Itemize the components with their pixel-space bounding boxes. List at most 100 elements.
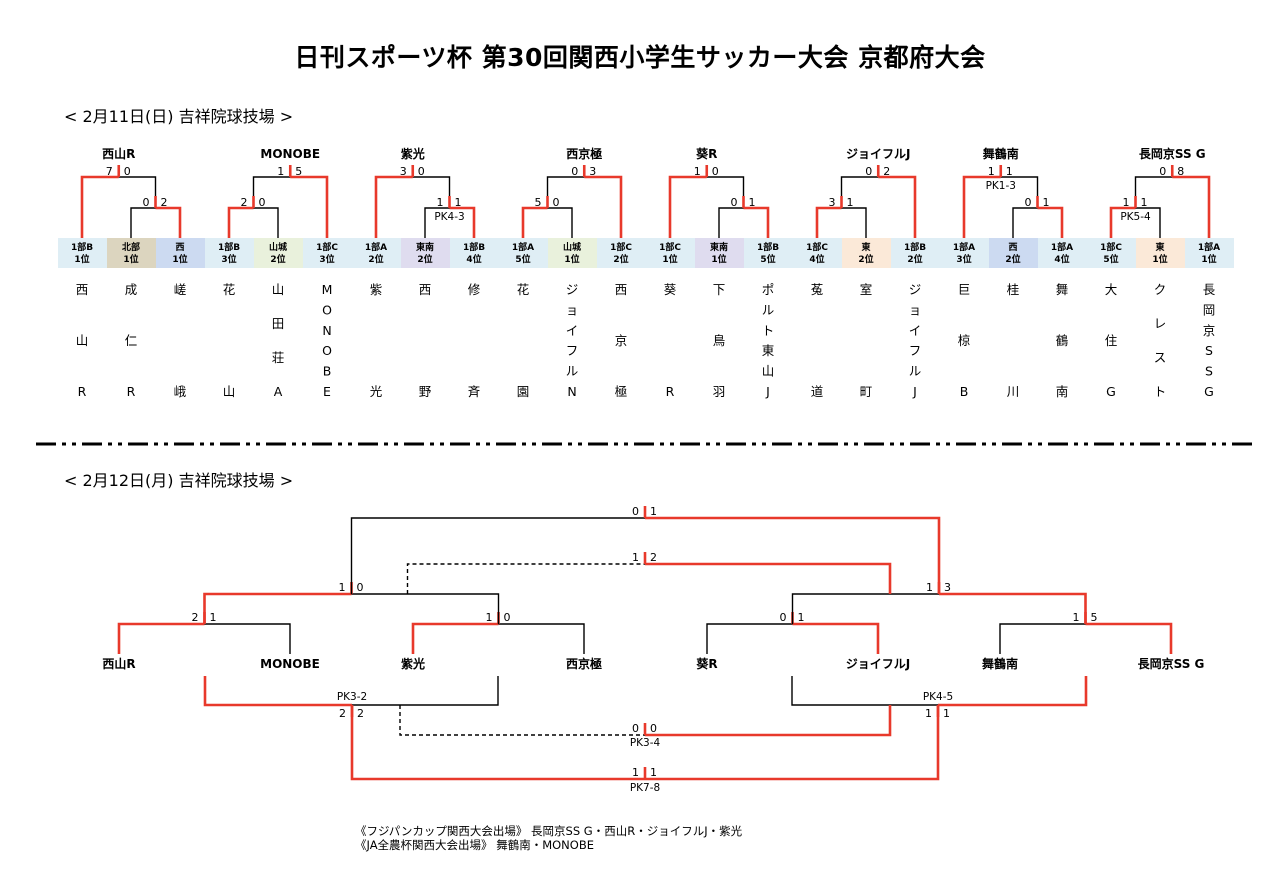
seed-cell: [1136, 238, 1185, 268]
team-name-char: E: [323, 384, 331, 399]
bracket-line-win: [1172, 175, 1211, 238]
score-left: 1: [988, 165, 995, 178]
score-left: 1: [277, 165, 284, 178]
seed-cell: [450, 238, 499, 268]
score-right: 0: [418, 165, 425, 178]
team-name-char: 西: [419, 282, 432, 297]
team-name-char: S: [1205, 364, 1213, 379]
pk-score: PK3-4: [630, 737, 661, 749]
bracket-line-win: [350, 705, 645, 781]
bracket-line-win: [1085, 622, 1173, 654]
team-name-char: イ: [566, 323, 579, 338]
team-name-char: 下: [713, 282, 726, 297]
bracket-line-win: [792, 622, 880, 654]
seed-label: 1部B: [757, 241, 779, 253]
score-left: 5: [535, 196, 542, 209]
team-name-char: R: [666, 384, 675, 399]
seed-cell: [401, 238, 450, 268]
team-name-char: 町: [860, 384, 873, 399]
team-name-char: ル: [566, 364, 579, 379]
pk-score: PK5-4: [1120, 211, 1151, 223]
score-right: 2: [357, 707, 364, 720]
seed-label: 北部: [122, 241, 140, 253]
seed-label: 1部B: [218, 241, 240, 253]
bracket-line: [841, 207, 867, 238]
team-name-char: N: [567, 384, 576, 399]
final-team-name: 紫光: [401, 656, 425, 671]
seed-rank: 1位: [172, 253, 187, 265]
team-name-char: 巨: [958, 282, 971, 297]
seed-rank: 2位: [907, 253, 922, 265]
day2-heading: < 2月12日(月) 吉祥院球技場 >: [64, 471, 294, 490]
score-right: 3: [944, 581, 951, 594]
bracket-line-win: [645, 562, 892, 594]
score-right: 1: [210, 611, 217, 624]
bracket-line-win: [645, 516, 941, 594]
score-right: 5: [1091, 611, 1098, 624]
seed-label: 1部C: [806, 241, 828, 253]
team-name-char: 修: [468, 282, 481, 297]
team-name-char: 山: [223, 384, 236, 399]
seed-cell: [499, 238, 548, 268]
seed-rank: 1位: [711, 253, 726, 265]
team-name-char: ョ: [566, 302, 579, 317]
seed-rank: 1位: [123, 253, 138, 265]
score-left: 0: [571, 165, 578, 178]
score-right: 0: [650, 722, 657, 735]
team-name-char: ル: [909, 364, 922, 379]
team-name-char: フ: [909, 343, 922, 358]
bracket-line-dashed: [406, 563, 645, 594]
team-name-char: 椋: [958, 333, 971, 348]
seed-label: 東: [1155, 241, 1164, 253]
team-name-char: 住: [1105, 333, 1118, 348]
seed-cell: [1087, 238, 1136, 268]
score-left: 1: [632, 766, 639, 779]
team-name-char: 南: [1056, 384, 1069, 399]
bracket-line-win: [203, 592, 352, 624]
score-left: 1: [437, 196, 444, 209]
bracket-line: [118, 176, 157, 208]
score-right: 1: [943, 707, 950, 720]
team-name-char: ジ: [566, 282, 579, 297]
seed-cell: [793, 238, 842, 268]
seed-cell: [156, 238, 205, 268]
seed-rank: 5位: [1103, 253, 1118, 265]
team-name-char: 花: [517, 282, 530, 297]
team-name-char: 野: [419, 384, 432, 399]
score-left: 2: [339, 707, 346, 720]
score-right: 2: [650, 551, 657, 564]
score-left: 0: [1025, 196, 1032, 209]
team-name-char: フ: [566, 343, 579, 358]
team-name-char: 長: [1203, 282, 1216, 297]
seed-cell: [842, 238, 891, 268]
team-name-char: ク: [1154, 282, 1167, 297]
seed-cell: [646, 238, 695, 268]
final-team-name: 長岡京SS G: [1138, 656, 1205, 671]
seed-rank: 2位: [858, 253, 873, 265]
score-right: 1: [650, 505, 657, 518]
seed-cell: [548, 238, 597, 268]
team-name-char: ル: [762, 302, 775, 317]
team-name-char: 岡: [1203, 302, 1216, 317]
bracket-line-win: [584, 175, 623, 238]
seed-label: 西: [1008, 242, 1017, 253]
bracket-line: [253, 207, 279, 238]
team-name-char: N: [322, 323, 331, 338]
seed-cell: [744, 238, 793, 268]
score-right: 1: [847, 196, 854, 209]
seed-rank: 5位: [760, 253, 775, 265]
score-left: 3: [829, 196, 836, 209]
group-winner: ジョイフルJ: [846, 147, 910, 161]
final-team-name: MONOBE: [260, 657, 320, 671]
team-name-char: B: [323, 364, 332, 379]
seed-cell: [205, 238, 254, 268]
bracket-line: [351, 593, 500, 624]
team-name-char: 斉: [468, 384, 481, 399]
seed-rank: 1位: [1152, 253, 1167, 265]
seed-label: 東南: [710, 241, 728, 253]
team-name-char: 桂: [1007, 282, 1020, 297]
team-name-char: 西: [615, 282, 628, 297]
group-winner: 舞鶴南: [982, 146, 1019, 161]
bracket-line-win: [645, 705, 940, 781]
team-name-char: 田: [272, 316, 285, 331]
